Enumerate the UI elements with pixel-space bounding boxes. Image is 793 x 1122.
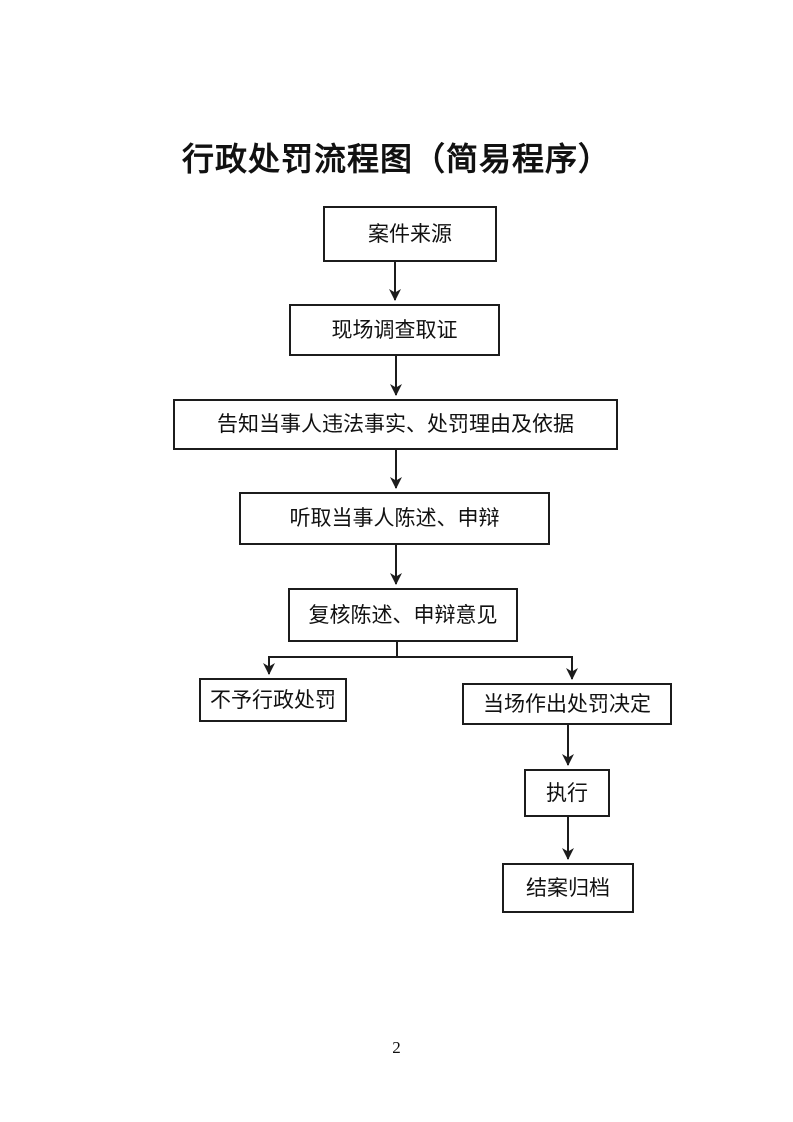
- page-number: 2: [392, 1038, 401, 1057]
- flow-node-onspot-decision: 当场作出处罚决定: [462, 683, 672, 725]
- flow-node-hear-statement: 听取当事人陈述、申辩: [239, 492, 550, 545]
- flow-node-execute: 执行: [524, 769, 610, 817]
- flow-node-inform-party: 告知当事人违法事实、处罚理由及依据: [173, 399, 618, 450]
- flow-node-close-archive: 结案归档: [502, 863, 634, 913]
- flow-node-review-statement: 复核陈述、申辩意见: [288, 588, 518, 642]
- flow-node-onsite-investigation: 现场调查取证: [289, 304, 500, 356]
- page-title: 行政处罚流程图（简易程序）: [181, 141, 611, 177]
- flow-node-case-source: 案件来源: [323, 206, 497, 262]
- flow-node-no-penalty: 不予行政处罚: [199, 678, 347, 722]
